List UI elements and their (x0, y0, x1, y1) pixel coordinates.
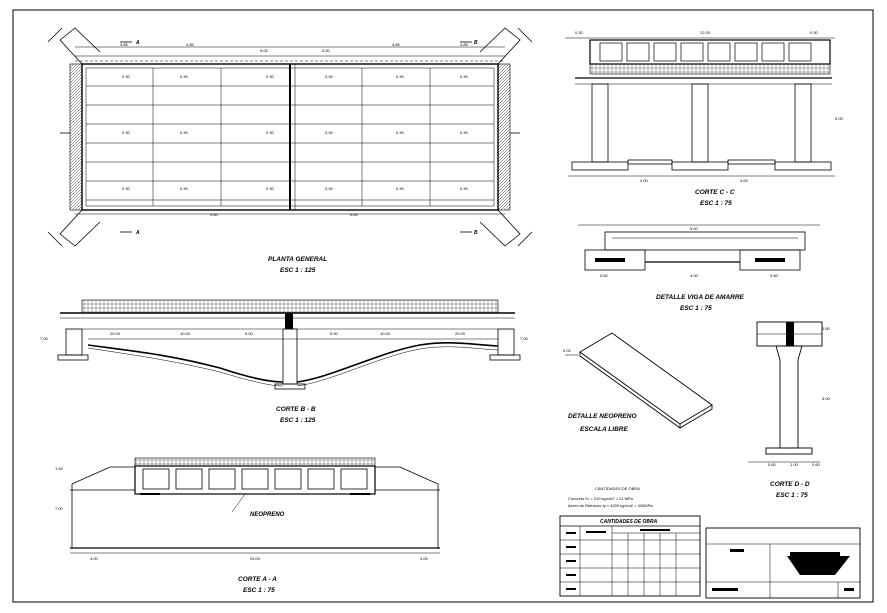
svg-text:5.00: 5.00 (260, 48, 269, 53)
notes-title: CANTIDADES DE OBRA (595, 486, 640, 491)
section-dd: 0.60 1.00 0.60 0.50 5.00 CORTE D - D ESC 1 … (748, 321, 831, 499)
svg-text:0.30: 0.30 (122, 186, 131, 191)
neoprene-detail-title: DETALLE NEOPRENO (568, 413, 637, 420)
svg-text:20.00: 20.00 (110, 331, 121, 336)
svg-text:4.00: 4.00 (420, 556, 429, 561)
svg-text:12.00: 12.00 (700, 30, 711, 35)
section-aa-scale: ESC 1 : 75 (243, 587, 275, 594)
svg-text:0.60: 0.60 (350, 212, 359, 217)
plan-title: PLANTA GENERAL (268, 256, 327, 263)
notes: CANTIDADES DE OBRA Concreto f'c = 210 kg… (568, 486, 653, 508)
svg-text:0.02: 0.02 (563, 348, 572, 353)
svg-text:1.00: 1.00 (790, 462, 799, 467)
beam-detail-title: DETALLE VIGA DE AMARRE (656, 294, 745, 301)
svg-text:0.30: 0.30 (266, 186, 275, 191)
svg-text:0.30: 0.30 (810, 30, 819, 35)
svg-text:4.00: 4.00 (640, 178, 649, 183)
plan-scale: ESC 1 : 125 (280, 267, 316, 274)
svg-text:0.60: 0.60 (210, 212, 219, 217)
title-block-logo (787, 552, 850, 575)
section-aa: NEOPRENO 4.00 25.00 4.00 1.50 7.00 CORTE A … (55, 457, 440, 594)
svg-text:0.60: 0.60 (600, 273, 609, 278)
quantities-table: CANTIDADES DE OBRA (559, 515, 701, 597)
svg-text:5.00: 5.00 (245, 331, 254, 336)
svg-text:0.50: 0.50 (822, 326, 831, 331)
section-aa-title: CORTE A - A (238, 576, 277, 583)
svg-text:7.00: 7.00 (40, 336, 49, 341)
svg-text:5.00: 5.00 (330, 331, 339, 336)
svg-text:0.30: 0.30 (180, 186, 189, 191)
sheet-border (12, 9, 874, 603)
svg-text:5.00: 5.00 (822, 396, 831, 401)
svg-text:0.30: 0.30 (396, 74, 405, 79)
svg-text:0.30: 0.30 (460, 74, 469, 79)
svg-text:1.50: 1.50 (55, 466, 64, 471)
svg-text:5.00: 5.00 (322, 48, 331, 53)
beam-detail-scale: ESC 1 : 75 (680, 305, 712, 312)
svg-text:0.30: 0.30 (325, 130, 334, 135)
section-cc-title: CORTE C - C (695, 189, 735, 196)
svg-text:7.00: 7.00 (55, 506, 64, 511)
table-title: CANTIDADES DE OBRA (600, 519, 658, 525)
svg-text:4.00: 4.00 (690, 273, 699, 278)
svg-text:0.30: 0.30 (325, 186, 334, 191)
svg-text:4.85: 4.85 (186, 42, 195, 47)
section-cc-scale: ESC 1 : 75 (700, 200, 732, 207)
svg-text:0.30: 0.30 (180, 74, 189, 79)
svg-text:4.00: 4.00 (90, 556, 99, 561)
svg-text:0.60: 0.60 (812, 462, 821, 467)
svg-text:0.30: 0.30 (180, 130, 189, 135)
svg-text:0.30: 0.30 (396, 186, 405, 191)
notes-line2: Acero de Refuerzo fy = 4200 kg/cm2 = 420… (568, 503, 653, 508)
svg-text:0.30: 0.30 (266, 74, 275, 79)
section-dd-scale: ESC 1 : 75 (776, 492, 808, 499)
section-dd-title: CORTE D - D (770, 481, 810, 488)
svg-text:4.85: 4.85 (460, 42, 469, 47)
svg-text:0.30: 0.30 (396, 130, 405, 135)
neoprene-detail-scale: ESCALA LIBRE (580, 426, 628, 433)
svg-text:4.85: 4.85 (120, 42, 129, 47)
svg-text:10.00: 10.00 (380, 331, 391, 336)
section-bb-title: CORTE B - B (276, 406, 316, 413)
svg-text:0.60: 0.60 (768, 462, 777, 467)
cut-mark-a2: A (135, 230, 140, 236)
svg-text:0.30: 0.30 (575, 30, 584, 35)
cut-mark-b1: B (474, 40, 478, 46)
svg-text:0.30: 0.30 (325, 74, 334, 79)
notes-line1: Concreto f'c = 210 kg/cm2 = 21 MPa (568, 496, 634, 501)
svg-text:0.30: 0.30 (460, 186, 469, 191)
cut-mark-b2: B (474, 230, 478, 236)
svg-text:25.00: 25.00 (250, 556, 261, 561)
svg-text:20.00: 20.00 (455, 331, 466, 336)
section-bb-scale: ESC 1 : 125 (280, 417, 316, 424)
neoprene-detail: 0.02 DETALLE NEOPRENO ESCALA LIBRE (563, 332, 713, 433)
svg-text:4.85: 4.85 (392, 42, 401, 47)
neoprene-label: NEOPRENO (250, 512, 285, 518)
svg-text:0.30: 0.30 (122, 130, 131, 135)
svg-text:5.00: 5.00 (835, 116, 844, 121)
svg-text:0.30: 0.30 (122, 74, 131, 79)
svg-text:0.30: 0.30 (266, 130, 275, 135)
section-bb: 20.00 10.00 5.00 5.00 10.00 20.00 7.00 7.00 C… (40, 299, 529, 424)
svg-text:0.60: 0.60 (770, 273, 779, 278)
plan-view: 0.30 0.30 0.30 0.30 0.30 0.30 0.30 0.30 0.30 0… (47, 27, 533, 274)
svg-text:4.00: 4.00 (740, 178, 749, 183)
svg-text:10.00: 10.00 (180, 331, 191, 336)
svg-text:0.30: 0.30 (460, 130, 469, 135)
svg-text:5.00: 5.00 (690, 226, 699, 231)
svg-text:7.00: 7.00 (520, 336, 529, 341)
cut-mark-a1: A (135, 40, 140, 46)
title-block (705, 527, 861, 599)
